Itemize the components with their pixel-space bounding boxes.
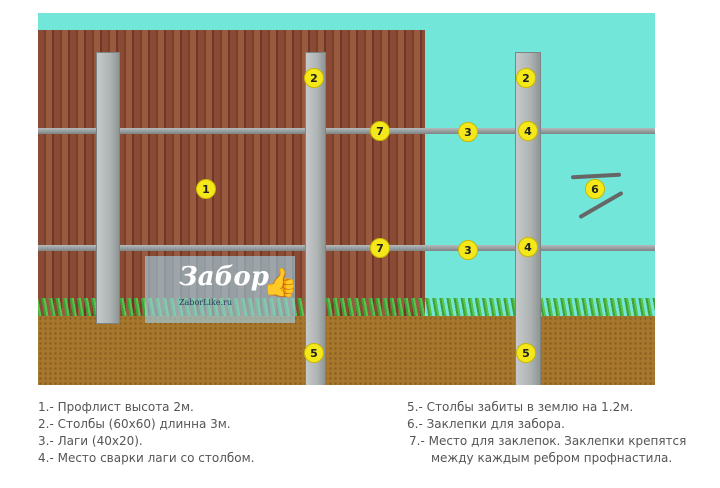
legend-item: между каждым ребром профнастила. — [431, 451, 673, 465]
rail-bottom — [38, 245, 655, 251]
legend-right: 5.- Столбы забиты в землю на 1.2м. 6.- З… — [407, 399, 686, 467]
marker-7: 7 — [370, 121, 390, 141]
watermark-url: ZaborLike.ru — [179, 298, 233, 307]
thumbs-up-icon: 👍 — [263, 266, 298, 299]
marker-6: 6 — [585, 179, 605, 199]
post-1 — [96, 52, 120, 324]
marker-5: 5 — [516, 343, 536, 363]
post-3 — [515, 52, 541, 385]
legend-item: 2.- Столбы (60х60) длинна 3м. — [38, 417, 231, 431]
legend-item: 3.- Лаги (40х20). — [38, 434, 143, 448]
watermark: Забор ZaborLike.ru 👍 — [145, 256, 298, 323]
ground — [38, 316, 655, 385]
fence-diagram: Забор ZaborLike.ru 👍 1 2 2 3 3 4 4 5 5 6… — [38, 13, 655, 385]
post-2 — [305, 52, 326, 385]
rail-top — [38, 128, 655, 134]
marker-2: 2 — [304, 68, 324, 88]
legend-item: 7.- Место для заклепок. Заклепки крепятс… — [409, 434, 687, 448]
marker-5: 5 — [304, 343, 324, 363]
legend-item: 1.- Профлист высота 2м. — [38, 400, 194, 414]
marker-1: 1 — [196, 179, 216, 199]
marker-7: 7 — [370, 238, 390, 258]
marker-4: 4 — [518, 237, 538, 257]
legend-item: 6.- Заклепки для забора. — [407, 417, 565, 431]
watermark-title: Забор — [179, 262, 269, 292]
marker-4: 4 — [518, 121, 538, 141]
legend-item: 4.- Место сварки лаги со столбом. — [38, 451, 255, 465]
marker-3: 3 — [458, 240, 478, 260]
legend-item: 5.- Столбы забиты в землю на 1.2м. — [407, 400, 634, 414]
marker-3: 3 — [458, 122, 478, 142]
marker-2: 2 — [516, 68, 536, 88]
legend-left: 1.- Профлист высота 2м. 2.- Столбы (60х6… — [38, 399, 254, 467]
